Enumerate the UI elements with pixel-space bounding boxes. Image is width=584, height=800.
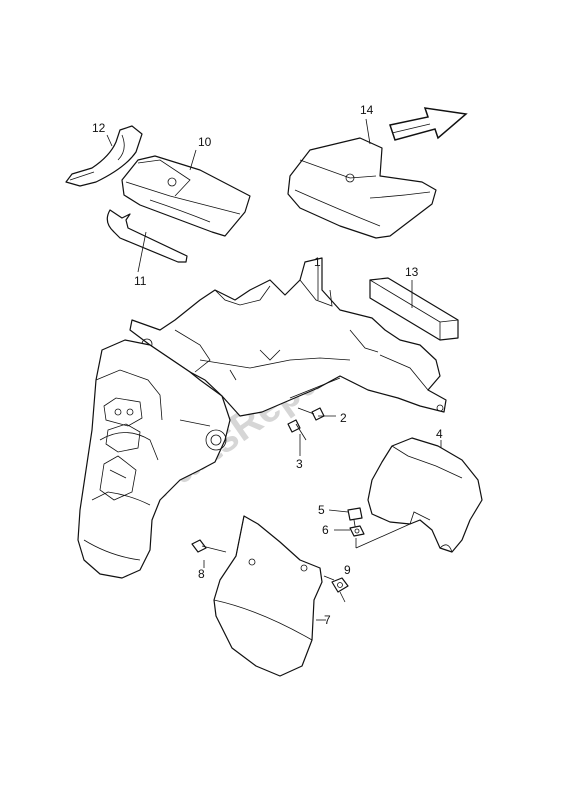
callout-12: 12 [92, 121, 106, 135]
part-1-bracket [129, 257, 447, 417]
part-11-wrench [106, 209, 188, 263]
callout-6: 6 [322, 523, 329, 537]
callout-10: 10 [198, 135, 212, 149]
front-direction-arrow-icon [389, 107, 468, 141]
part-5-bolt [347, 507, 363, 533]
part-9-nut [323, 575, 349, 593]
part-13-foam-block [369, 277, 459, 341]
callout-11: 11 [134, 274, 147, 288]
callout-3: 3 [296, 457, 303, 471]
callout-9: 9 [344, 563, 351, 577]
part-8-screw [191, 539, 227, 553]
callout-13: 13 [405, 265, 419, 279]
callout-labels: 12 10 11 14 13 1 2 3 4 5 6 7 8 9 [92, 103, 443, 627]
part-12-strap [65, 125, 143, 187]
callout-14: 14 [360, 103, 374, 117]
callout-2: 2 [340, 411, 347, 425]
part-4-mudguard [367, 437, 483, 553]
callout-7: 7 [324, 613, 331, 627]
part-2-bolt [297, 407, 325, 421]
callout-1: 1 [314, 255, 321, 269]
part-3-bolt [287, 419, 307, 441]
part-14-pouch [287, 137, 437, 239]
leader-lines [106, 118, 442, 621]
part-6-nut [349, 523, 411, 549]
callout-5: 5 [318, 503, 325, 517]
part-7-mudflap [213, 515, 323, 677]
rear-fender-body [77, 339, 231, 579]
callout-4: 4 [436, 427, 443, 441]
callout-8: 8 [198, 567, 205, 581]
part-10-tool-bag [121, 155, 251, 237]
